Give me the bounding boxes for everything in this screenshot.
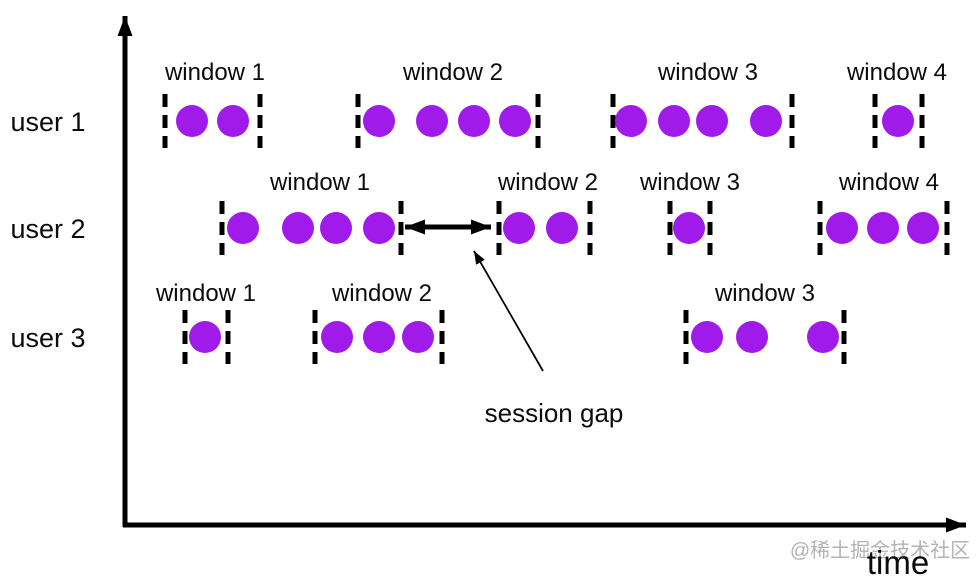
- user-row-label-1: user 1: [10, 107, 85, 137]
- session-gap-pointer-arrow: [473, 250, 544, 372]
- event-dot: [750, 105, 782, 137]
- event-dot: [907, 212, 939, 244]
- user-row-label-3: user 3: [10, 323, 85, 353]
- window-label: window 3: [657, 59, 758, 86]
- window-label: window 2: [497, 169, 598, 196]
- event-dot: [416, 105, 448, 137]
- event-dot: [458, 105, 490, 137]
- event-dot: [499, 105, 531, 137]
- windows-layer: user 1 window 1 window 2 window 3 window 4 us…: [10, 59, 950, 364]
- event-dot: [882, 105, 914, 137]
- event-dot: [807, 321, 839, 353]
- session-gap-label: session gap: [485, 398, 624, 428]
- window-label: window 4: [838, 169, 939, 196]
- event-dot: [402, 321, 434, 353]
- event-dot: [363, 212, 395, 244]
- event-dot: [321, 321, 353, 353]
- window-label: window 2: [331, 280, 432, 307]
- event-dot: [696, 105, 728, 137]
- window-label: window 1: [269, 169, 370, 196]
- window-label: window 4: [846, 59, 947, 86]
- event-dot: [691, 321, 723, 353]
- event-dot: [176, 105, 208, 137]
- watermark-text: @稀土掘金技术社区: [790, 539, 970, 562]
- window-label: window 2: [402, 59, 503, 86]
- event-dot: [217, 105, 249, 137]
- event-dot: [503, 212, 535, 244]
- event-dot: [189, 321, 221, 353]
- event-dot: [867, 212, 899, 244]
- user-row-label-2: user 2: [10, 214, 85, 244]
- event-dot: [363, 105, 395, 137]
- event-dot: [673, 212, 705, 244]
- event-dot: [658, 105, 690, 137]
- window-label: window 1: [155, 280, 256, 307]
- session-gap-annotation: [405, 219, 544, 372]
- event-dot: [826, 212, 858, 244]
- event-dot: [227, 212, 259, 244]
- event-dot: [320, 212, 352, 244]
- event-dot: [546, 212, 578, 244]
- window-label: window 3: [639, 169, 740, 196]
- window-label: window 1: [164, 59, 265, 86]
- event-dot: [363, 321, 395, 353]
- time-axis-label: time: [867, 544, 929, 578]
- window-label: window 3: [714, 280, 815, 307]
- event-dot: [615, 105, 647, 137]
- event-dot: [736, 321, 768, 353]
- event-dot: [282, 212, 314, 244]
